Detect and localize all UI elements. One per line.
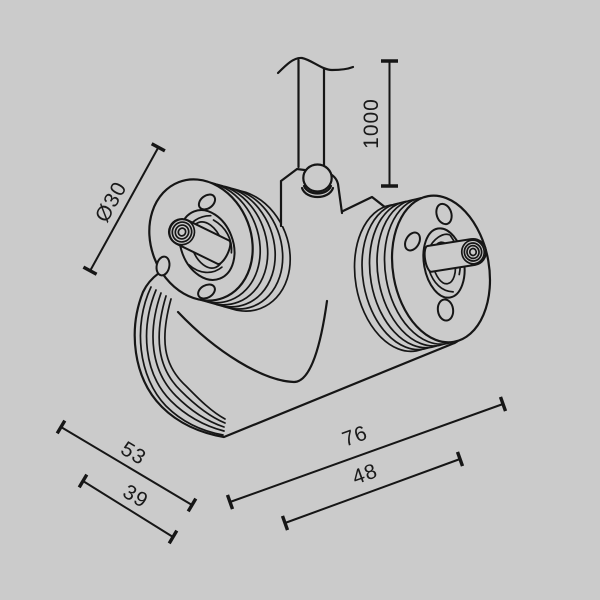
dim-label-left-outer: 53 [117, 437, 151, 470]
suspension-rod [297, 58, 326, 170]
dimension-body-inner-length: 48 [280, 451, 465, 531]
dimension-suspension-length: 1000 [360, 59, 398, 188]
body-saddle-contour [176, 299, 329, 384]
dimension-left-inner: 39 [77, 473, 179, 545]
right-lamp-head [353, 194, 492, 353]
dim-label-suspension: 1000 [360, 98, 383, 149]
left-lamp-head [148, 178, 292, 312]
left-adjustment-pin [168, 218, 232, 265]
right-face-holes [404, 202, 455, 322]
cable-break-mark [276, 56, 355, 75]
dim-label-left-inner: 39 [119, 480, 153, 513]
ball-joint-collar-lower [300, 186, 335, 199]
dim-label-body-inner-length: 48 [349, 459, 381, 489]
ball-joint-collar [302, 184, 333, 195]
dim-label-diameter: Ø30 [91, 178, 132, 226]
bell-rib-rings [139, 286, 226, 436]
dim-label-body-length: 76 [339, 421, 371, 451]
ball [302, 163, 333, 193]
ball-joint [300, 163, 335, 199]
right-adjustment-pin [423, 238, 487, 273]
left-face-holes [155, 193, 217, 300]
